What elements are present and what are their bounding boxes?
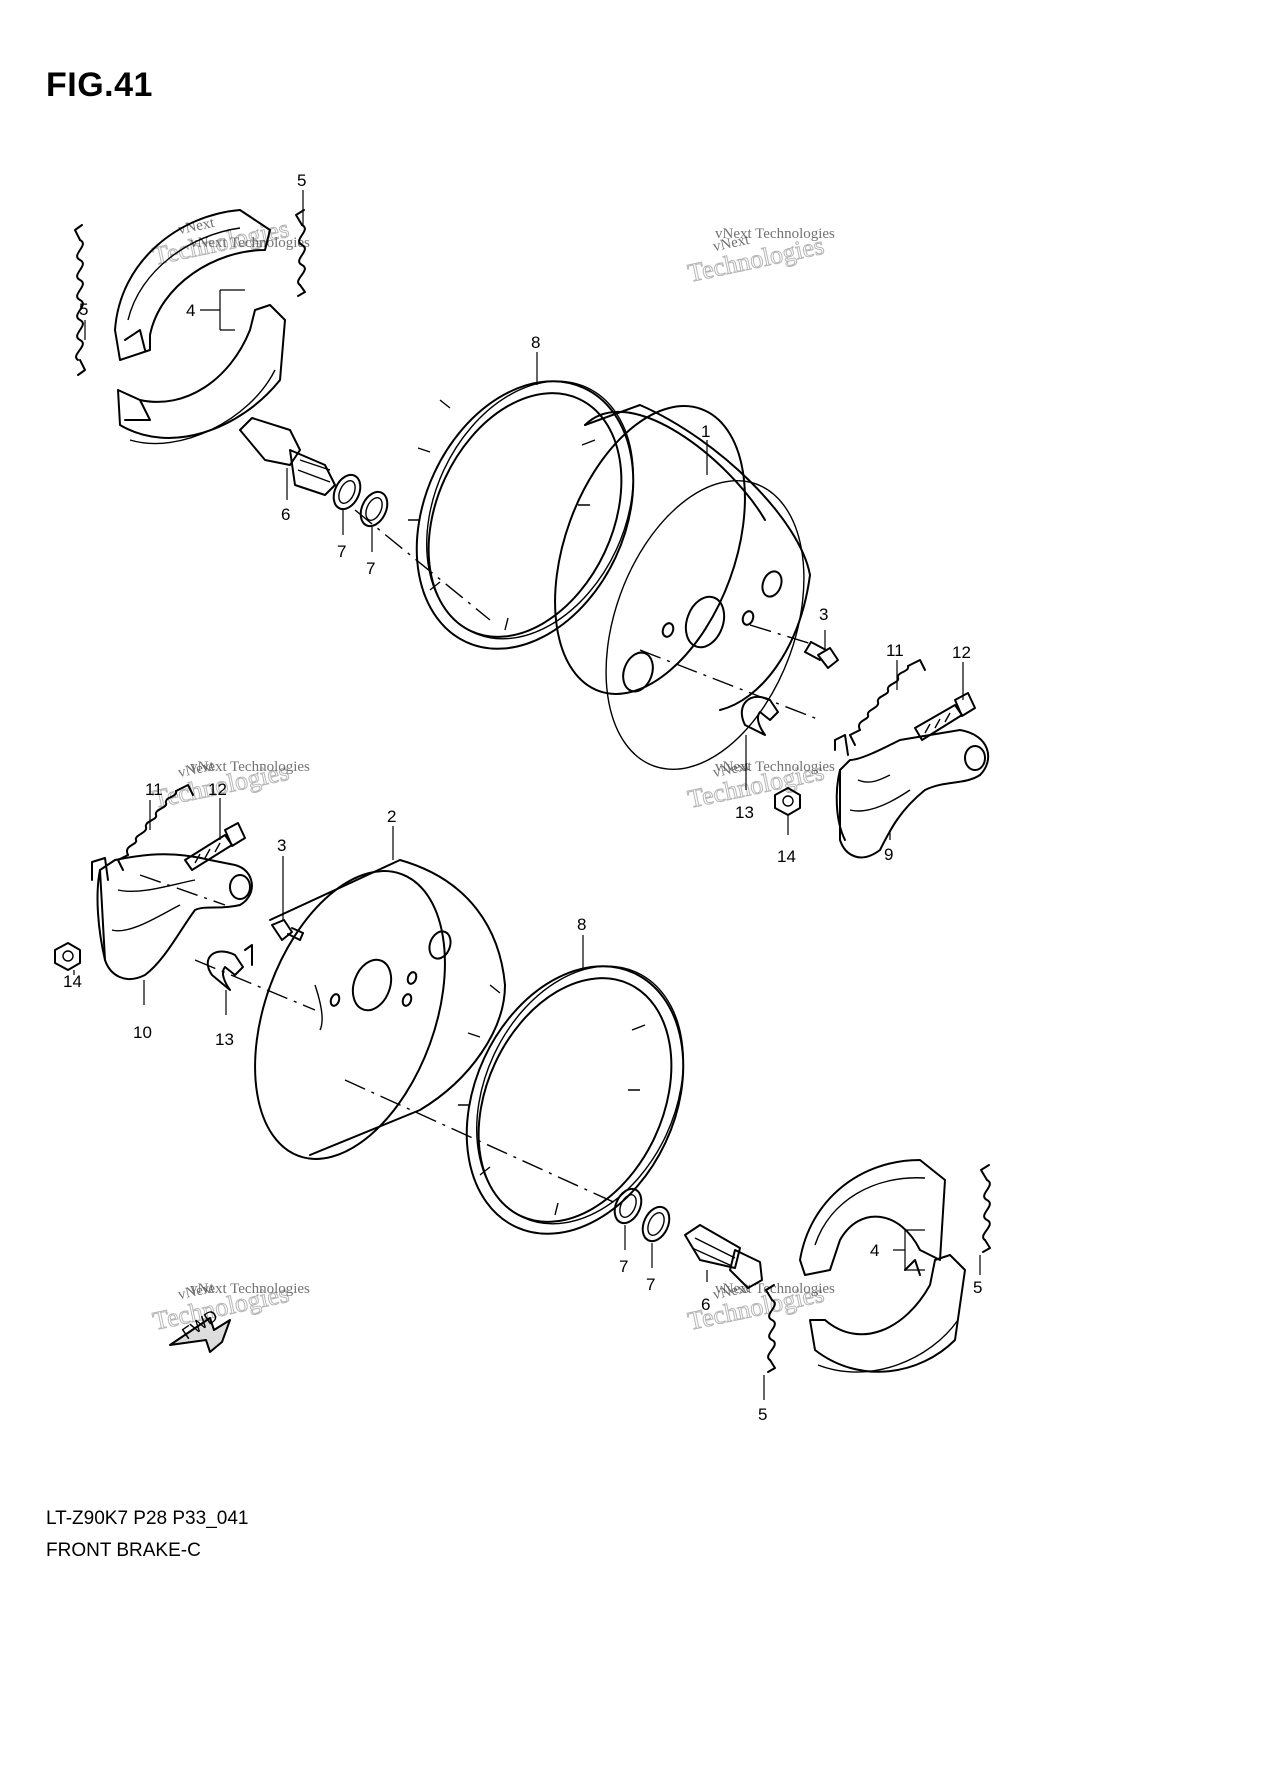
- assembly-axis-line: [194, 959, 316, 1011]
- watermark-small: vNext Technologies: [715, 226, 835, 242]
- return-spring: [295, 209, 306, 297]
- callout-7: 7: [646, 1275, 655, 1294]
- callout-11: 11: [145, 780, 163, 799]
- seal-ring: [458, 965, 685, 1235]
- watermark-group: Technologies vNext vNext Technologies Te…: [150, 213, 835, 1336]
- callout-13: 13: [215, 1030, 234, 1049]
- return-spring: [74, 224, 86, 376]
- nut: [54, 942, 81, 971]
- seal-ring: [408, 380, 635, 650]
- callout-5: 5: [973, 1278, 982, 1297]
- brake-cam-shaft: [684, 1224, 763, 1289]
- brake-shoe-lower: [799, 1159, 966, 1373]
- bolt: [804, 641, 839, 669]
- brake-cam-lever: [834, 729, 990, 859]
- callout-1: 1: [701, 422, 710, 441]
- callout-5: 5: [79, 300, 88, 319]
- assembly-axis-line: [354, 509, 491, 621]
- callout-10: 10: [133, 1023, 152, 1042]
- assembly-axis-line: [639, 649, 821, 721]
- watermark-small: vNext: [177, 758, 217, 781]
- callout-2: 2: [387, 807, 396, 826]
- callout-7: 7: [366, 559, 375, 578]
- watermark-small: vNext Technologies: [190, 759, 310, 775]
- watermark-small: vNext Technologies: [715, 759, 835, 775]
- nut: [774, 787, 801, 816]
- washer: [332, 473, 362, 511]
- watermark-small: vNext: [177, 215, 217, 238]
- brake-shoe-upper: [114, 209, 286, 445]
- callout-12: 12: [952, 643, 971, 662]
- callout-6: 6: [281, 505, 290, 524]
- watermark-small: vNext: [712, 232, 752, 255]
- callout-5: 5: [297, 171, 306, 190]
- brake-cam-lever: [91, 853, 253, 980]
- callout-4: 4: [186, 301, 195, 320]
- washer: [641, 1205, 671, 1243]
- callout-3: 3: [819, 605, 828, 624]
- callout-4: 4: [870, 1241, 879, 1260]
- callout-11: 11: [886, 641, 904, 660]
- callout-8: 8: [577, 915, 586, 934]
- watermark-small: vNext: [712, 1280, 752, 1303]
- callout-9: 9: [884, 845, 893, 864]
- return-spring: [980, 1164, 991, 1253]
- assembly-axis-line: [344, 1079, 621, 1206]
- callout-13: 13: [735, 803, 754, 822]
- assembly-axis-line: [749, 624, 816, 646]
- return-spring: [765, 1284, 776, 1373]
- callout-5: 5: [758, 1405, 767, 1424]
- washer: [359, 490, 389, 528]
- bolt: [184, 822, 246, 871]
- callout-14: 14: [63, 972, 82, 991]
- figure-caption: FRONT BRAKE-C: [46, 1540, 201, 1561]
- watermark-small: vNext Technologies: [190, 1281, 310, 1297]
- callout-7: 7: [619, 1257, 628, 1276]
- figure-code: LT-Z90K7 P28 P33_041: [46, 1508, 249, 1529]
- brake-cam-shaft: [239, 417, 336, 496]
- assembly-axis-line: [139, 874, 226, 906]
- circlip: [206, 944, 253, 991]
- callout-6: 6: [701, 1295, 710, 1314]
- circlip: [740, 695, 779, 736]
- callout-12: 12: [208, 780, 227, 799]
- watermark-small: vNext: [177, 1280, 217, 1303]
- figure-title: FIG.41: [46, 66, 153, 104]
- callout-3: 3: [277, 836, 286, 855]
- washer: [613, 1187, 643, 1225]
- watermark-small: vNext Technologies: [715, 1281, 835, 1297]
- watermark-small: vNext Technologies: [190, 235, 310, 251]
- brake-panel: [554, 404, 811, 770]
- brake-drum: [254, 859, 506, 1160]
- callout-7: 7: [337, 542, 346, 561]
- callout-8: 8: [531, 333, 540, 352]
- cam-lever-spring: [849, 659, 926, 746]
- watermark-small: vNext: [712, 758, 752, 781]
- callout-14: 14: [777, 847, 796, 866]
